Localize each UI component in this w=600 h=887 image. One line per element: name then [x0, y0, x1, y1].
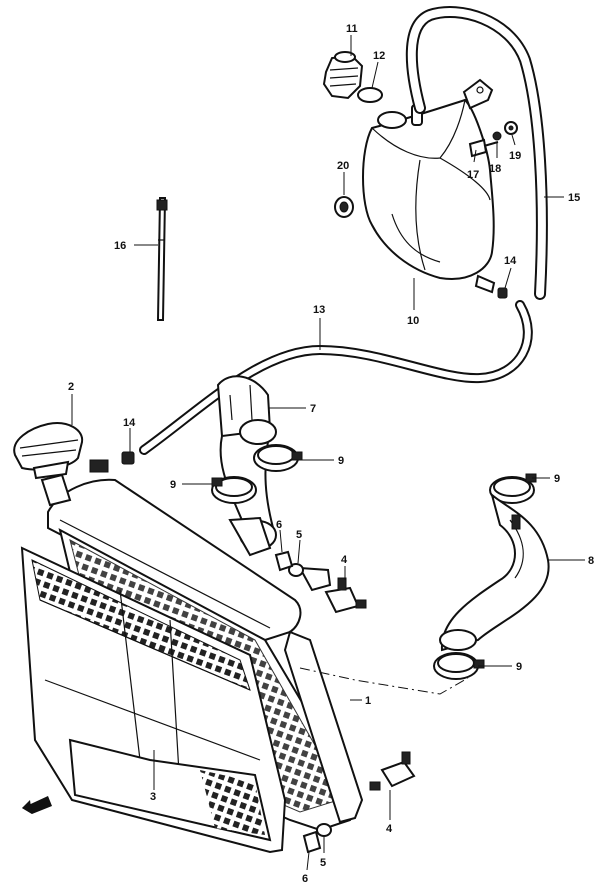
reservoir-tank [362, 78, 496, 294]
label-20: 20 [337, 160, 349, 172]
label-9-right: 9 [554, 473, 560, 485]
label-4-lower: 4 [386, 823, 393, 835]
label-12: 12 [373, 50, 385, 62]
label-5-upper: 5 [296, 529, 302, 541]
reservoir-hose [139, 300, 533, 455]
hose-clamp-4 [433, 652, 485, 680]
label-19: 19 [509, 150, 521, 162]
part-labels: 11 12 20 17 18 19 15 14 10 16 13 7 9 9 9… [68, 23, 594, 885]
arrow-icon [22, 796, 52, 814]
hose-clamp-2 [211, 476, 257, 504]
hose-clamp-1 [253, 444, 303, 472]
radiator-guard [20, 546, 287, 854]
lower-radiator-hose [439, 492, 550, 652]
cap-gasket [357, 87, 383, 103]
tank-bolt [468, 138, 499, 158]
label-10: 10 [407, 315, 419, 327]
leader-lines [71, 35, 585, 871]
label-9-left: 9 [170, 479, 176, 491]
radiator-cap [13, 422, 84, 480]
label-8: 8 [588, 555, 594, 567]
nut-lower [302, 830, 322, 854]
label-13: 13 [313, 304, 325, 316]
label-17: 17 [467, 169, 479, 181]
drain-switch [369, 751, 416, 791]
label-11: 11 [346, 23, 358, 35]
label-5-lower: 5 [320, 857, 326, 869]
tank-grommet [334, 196, 354, 218]
hose-clip-lower [121, 451, 135, 465]
label-6-upper: 6 [276, 519, 282, 531]
label-15: 15 [568, 192, 580, 204]
label-7: 7 [310, 403, 316, 415]
washer-lower [316, 823, 332, 837]
nut-upper [274, 550, 294, 572]
label-14-lower: 14 [123, 417, 136, 429]
bolt-nut [504, 121, 518, 135]
bolt-washer [492, 131, 502, 141]
overflow-hose [405, 6, 548, 300]
label-16: 16 [114, 240, 126, 252]
label-9-upper: 9 [338, 455, 344, 467]
label-14-upper: 14 [504, 255, 517, 267]
label-6-lower: 6 [302, 873, 308, 885]
hose-clamp-3 [489, 473, 537, 504]
label-18: 18 [489, 163, 501, 175]
fan-thermo-switch [324, 577, 367, 614]
washer-upper [288, 563, 304, 577]
label-9-lower: 9 [516, 661, 522, 673]
label-4-upper: 4 [341, 554, 348, 566]
label-1: 1 [365, 695, 371, 707]
label-3: 3 [150, 791, 156, 803]
label-2: 2 [68, 381, 74, 393]
reservoir-cap [322, 51, 364, 100]
rod [156, 197, 168, 321]
hose-clip-upper [497, 287, 508, 299]
